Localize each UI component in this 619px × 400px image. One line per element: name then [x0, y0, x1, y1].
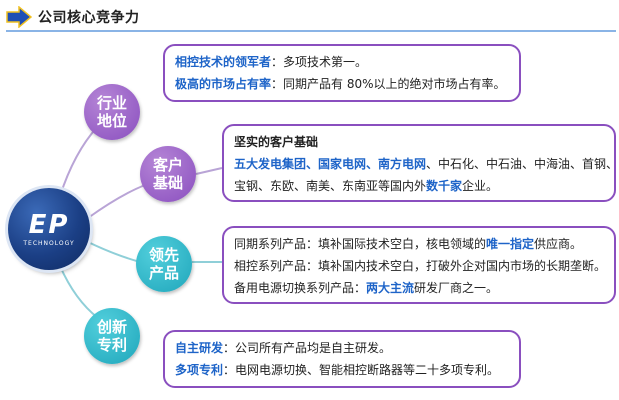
- customers-text-1: 、中石化、中石油、中海油、首钢、: [426, 157, 619, 171]
- customers-row-3: 宝钢、东欧、南美、东南亚等国内外数千家企业。: [234, 175, 604, 197]
- customers-text-2: 宝钢、东欧、南美、东南亚等国内外: [234, 179, 427, 193]
- industry-text-1: 多项技术第一。: [283, 55, 368, 69]
- customers-title: 坚实的客户基础: [234, 135, 319, 149]
- patents-row-1: 自主研发：公司所有产品均是自主研发。: [175, 337, 509, 359]
- customers-row-2: 五大发电集团、国家电网、南方电网、中石化、中石油、中海油、首钢、: [234, 153, 618, 175]
- products-row-2: 相控系列产品：填补国内技术空白，打破外企对国内市场的长期垄断。: [234, 259, 607, 273]
- page-title: 公司核心竞争力: [38, 10, 140, 26]
- header-divider: [6, 30, 616, 32]
- industry-key-1: 相控技术的领军者: [175, 55, 272, 69]
- node-label: 产品: [148, 264, 179, 282]
- industry-key-2: 极高的市场占有率: [175, 77, 272, 91]
- products-text-3: 备用电源切换系列产品：: [234, 281, 367, 295]
- industry-info-box: 相控技术的领军者：多项技术第一。 极高的市场占有率：同期产品有 80%以上的绝对…: [163, 44, 521, 102]
- products-highlight-1: 唯一指定: [486, 237, 535, 251]
- patents-text-1: ：公司所有产品均是自主研发。: [223, 341, 392, 355]
- node-leading-products: 领先 产品: [136, 236, 192, 292]
- patents-info-box: 自主研发：公司所有产品均是自主研发。 多项专利：电网电源切换、智能相控断路器等二…: [163, 330, 521, 388]
- products-info-box: 同期系列产品：填补国际技术空白，核电领域的唯一指定供应商。 相控系列产品：填补国…: [222, 226, 616, 304]
- customers-text-3: 企业。: [462, 179, 499, 193]
- header: 公司核心竞争力: [6, 6, 140, 28]
- products-text-4: 研发厂商之一。: [414, 281, 499, 295]
- patents-row-2: 多项专利：电网电源切换、智能相控断路器等二十多项专利。: [175, 359, 509, 381]
- industry-sep-2: ：: [271, 77, 284, 91]
- customers-highlight-2: 数千家: [426, 179, 463, 193]
- products-row-1: 同期系列产品：填补国际技术空白，核电领域的唯一指定供应商。: [234, 233, 604, 255]
- connector-4: [59, 265, 99, 319]
- customers-info-box: 坚实的客户基础 五大发电集团、国家电网、南方电网、中石化、中石油、中海油、首钢、…: [222, 124, 618, 202]
- connector-box-2: [195, 167, 223, 175]
- node-label: 专利: [96, 336, 127, 354]
- node-label: 地位: [96, 112, 127, 130]
- connector-3: [87, 241, 141, 263]
- products-text-1: 同期系列产品：填补国际技术空白，核电领域的: [234, 237, 487, 251]
- industry-sep-1: ：: [271, 55, 284, 69]
- connector-2: [87, 184, 146, 219]
- connector-1: [59, 123, 101, 197]
- customers-highlight-1: 五大发电集团、国家电网、南方电网: [234, 157, 427, 171]
- products-highlight-2: 两大主流: [366, 281, 415, 295]
- patents-key-2: 多项专利: [175, 363, 224, 377]
- node-customer-base: 客户 基础: [140, 146, 196, 202]
- products-row-3: 备用电源切换系列产品：两大主流研发厂商之一。: [234, 277, 604, 299]
- arrow-right-icon: [6, 6, 32, 28]
- industry-text-2: 同期产品有 80%以上的绝对市场占有率。: [283, 77, 506, 91]
- node-label: 客户: [152, 156, 183, 174]
- node-industry-position: 行业 地位: [84, 84, 140, 140]
- node-label: 创新: [96, 318, 127, 336]
- company-logo: EP: [28, 209, 70, 240]
- company-logo-subtitle: TECHNOLOGY: [23, 239, 75, 247]
- products-text-2: 供应商。: [534, 237, 583, 251]
- node-innovation-patents: 创新 专利: [84, 308, 140, 364]
- industry-row-2: 极高的市场占有率：同期产品有 80%以上的绝对市场占有率。: [175, 73, 509, 95]
- hub-logo-circle: EP TECHNOLOGY: [8, 188, 90, 270]
- industry-row-1: 相控技术的领军者：多项技术第一。: [175, 51, 509, 73]
- patents-key-1: 自主研发: [175, 341, 224, 355]
- patents-text-2: ：电网电源切换、智能相控断路器等二十多项专利。: [223, 363, 500, 377]
- node-label: 行业: [96, 94, 127, 112]
- node-label: 领先: [148, 246, 179, 264]
- node-label: 基础: [152, 174, 183, 192]
